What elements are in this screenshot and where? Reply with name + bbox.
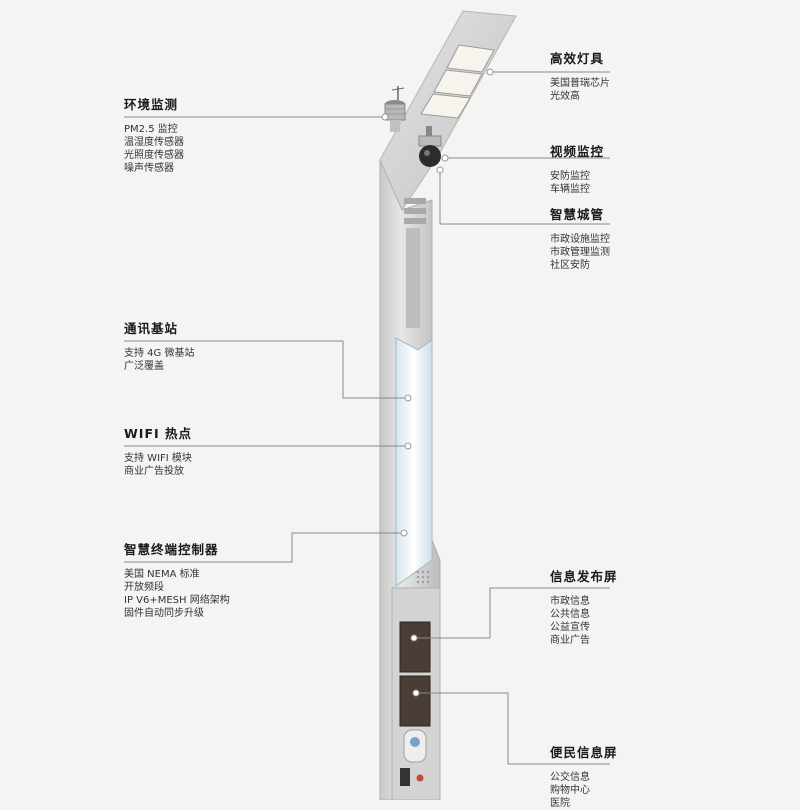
callout-env-line: PM2.5 监控 (124, 124, 178, 135)
callout-city-line: 市政设施监控 (550, 234, 610, 245)
callout-controller-line: 美国 NEMA 标准 (124, 569, 200, 580)
callout-publish-title: 信息发布屏 (550, 569, 618, 584)
callout-controller-line: IP V6+MESH 网络架构 (124, 595, 230, 606)
callout-city-title: 智慧城管 (550, 207, 605, 222)
callout-env-line: 光照度传感器 (124, 150, 184, 161)
callout-wifi-line: 商业广告投放 (124, 466, 184, 477)
callout-city: 智慧城管 市政设施监控 市政管理监测 社区安防 (550, 204, 610, 272)
dome-camera (418, 126, 442, 167)
vent-slots (404, 198, 426, 328)
callout-video-line: 车辆监控 (550, 184, 590, 195)
light-column (395, 337, 433, 587)
callout-wifi-line: 支持 WIFI 模块 (124, 453, 192, 464)
leader-lines (124, 68, 610, 765)
callout-publish-line: 公益宣传 (550, 622, 590, 633)
callout-service-title: 便民信息屏 (550, 745, 618, 760)
callout-wifi: WIFI 热点 支持 WIFI 模块 商业广告投放 (124, 423, 192, 478)
callout-env-line: 温湿度传感器 (124, 137, 184, 148)
callout-publish-line: 市政信息 (550, 596, 590, 607)
callout-env: 环境监测 PM2.5 监控 温湿度传感器 光照度传感器 噪声传感器 (124, 94, 184, 175)
callout-controller: 智慧终端控制器 美国 NEMA 标准 开放频段 IP V6+MESH 网络架构 … (124, 539, 230, 620)
speaker-grille (416, 570, 430, 584)
callout-city-line: 市政管理监测 (550, 247, 610, 258)
callout-service-line: 购物中心 (550, 785, 590, 796)
info-screen-top (399, 621, 431, 673)
callout-city-line: 社区安防 (550, 260, 590, 271)
callout-service-line: 医院 (550, 798, 570, 809)
callout-publish: 信息发布屏 市政信息 公共信息 公益宣传 商业广告 (550, 566, 618, 647)
callout-lamp-title: 高效灯具 (550, 51, 605, 66)
callout-controller-line: 开放频段 (124, 582, 164, 593)
callout-controller-title: 智慧终端控制器 (124, 542, 219, 557)
led-panels (420, 44, 495, 119)
help-button (410, 737, 420, 747)
callout-base-line: 广泛覆盖 (124, 361, 164, 372)
callout-lamp: 高效灯具 美国普瑞芯片 光效高 (550, 48, 610, 103)
callout-base-title: 通讯基站 (124, 321, 179, 336)
callout-lamp-line: 美国普瑞芯片 (550, 78, 610, 89)
callout-base: 通讯基站 支持 4G 微基站 广泛覆盖 (124, 318, 194, 373)
emergency-button (416, 774, 424, 782)
callout-env-title: 环境监测 (124, 97, 179, 112)
callout-video-line: 安防监控 (550, 171, 590, 182)
weather-sensor (384, 86, 406, 132)
callout-service-line: 公交信息 (550, 772, 590, 783)
callout-lamp-line: 光效高 (550, 91, 580, 102)
callout-controller-line: 固件自动同步升级 (124, 608, 204, 619)
callout-video: 视频监控 安防监控 车辆监控 (550, 141, 604, 196)
info-screen-bottom (399, 675, 431, 727)
card-reader (400, 768, 410, 786)
callout-env-line: 噪声传感器 (124, 163, 174, 174)
callout-wifi-title: WIFI 热点 (124, 426, 192, 441)
callout-video-title: 视频监控 (550, 144, 605, 159)
callout-publish-line: 商业广告 (550, 635, 590, 646)
callout-publish-line: 公共信息 (550, 609, 590, 620)
callout-base-line: 支持 4G 微基站 (124, 348, 195, 359)
